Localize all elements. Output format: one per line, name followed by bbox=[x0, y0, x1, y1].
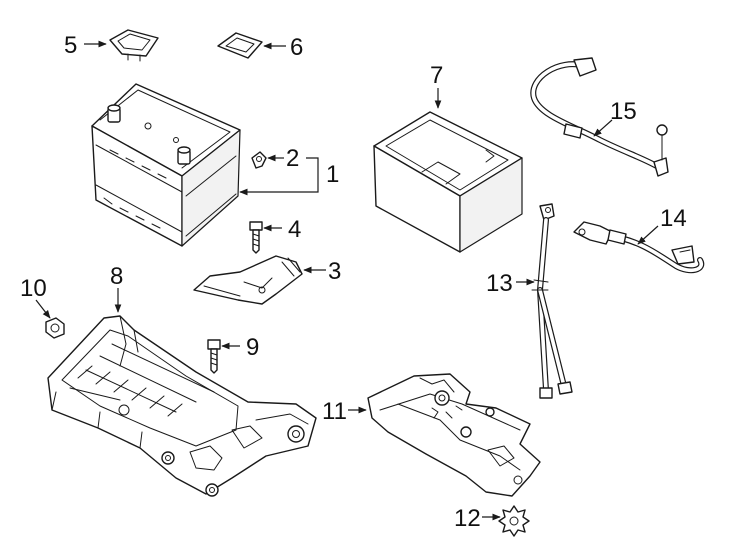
part-9-bolt bbox=[207, 339, 221, 374]
callout-7: 7 bbox=[430, 62, 443, 89]
callout-11: 11 bbox=[322, 398, 347, 425]
part-4-bolt bbox=[249, 221, 263, 254]
callout-3: 3 bbox=[328, 258, 341, 285]
callout-labels: 1 2 3 4 5 6 7 8 9 10 11 12 13 14 15 bbox=[20, 32, 687, 532]
leader-lines bbox=[35, 40, 659, 521]
callout-1: 1 bbox=[326, 161, 339, 188]
part-14-cable bbox=[573, 221, 705, 274]
part-1-battery bbox=[91, 83, 241, 247]
part-7-battery-box bbox=[373, 111, 523, 253]
callout-14: 14 bbox=[660, 205, 687, 232]
part-8-tray bbox=[47, 315, 317, 497]
callout-4: 4 bbox=[288, 216, 301, 243]
part-11-cover bbox=[367, 373, 541, 497]
callout-6: 6 bbox=[290, 34, 303, 61]
part-15-cable bbox=[530, 57, 669, 177]
part-12-washer bbox=[498, 505, 530, 537]
part-3-bracket bbox=[193, 255, 303, 305]
callout-10: 10 bbox=[20, 275, 47, 302]
part-5-cover bbox=[109, 29, 159, 62]
part-6-cover bbox=[217, 32, 263, 59]
callout-12: 12 bbox=[454, 505, 481, 532]
part-10-nut bbox=[45, 317, 65, 339]
callout-8: 8 bbox=[110, 263, 123, 290]
part-13-harness bbox=[531, 203, 573, 399]
callout-9: 9 bbox=[246, 334, 259, 361]
callout-5: 5 bbox=[64, 32, 77, 59]
callout-13: 13 bbox=[486, 270, 513, 297]
callout-15: 15 bbox=[610, 98, 637, 125]
part-2-plug bbox=[251, 151, 267, 169]
callout-2: 2 bbox=[286, 145, 299, 172]
